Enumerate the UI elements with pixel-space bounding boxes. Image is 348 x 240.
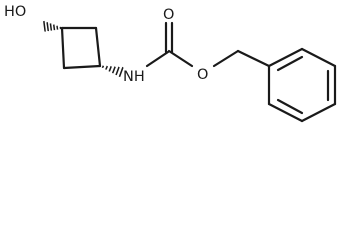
- ester-oxygen-label: O: [197, 67, 208, 83]
- hash-3: [108, 65, 112, 72]
- hash-1: [59, 26, 62, 30]
- hashed-wedge-bond-amine: [101, 65, 124, 77]
- aromatic-inner-bond: [276, 98, 304, 115]
- ring-bond-right: [94, 26, 102, 68]
- hash-5: [115, 66, 120, 76]
- ring-bond: [300, 47, 337, 68]
- aromatic-inner-bond: [276, 55, 304, 72]
- ring-bond: [300, 102, 337, 123]
- bond-carbonyl-carbon-ester-oxygen: [167, 49, 194, 68]
- hash-4: [49, 23, 53, 31]
- benzene-ring: [267, 47, 337, 123]
- bond-ch2-phenyl: [236, 49, 271, 68]
- hydroxyl-label: HO: [4, 4, 26, 20]
- hash-1: [101, 65, 105, 68]
- hash-2: [56, 25, 59, 30]
- hash-6: [118, 66, 124, 77]
- hash-3: [53, 24, 56, 31]
- ring-bond: [267, 47, 304, 68]
- hashed-wedge-bond-hydroxyl: [43, 20, 62, 32]
- hash-2: [105, 65, 108, 70]
- bond-ester-oxygen-ch2: [212, 49, 240, 68]
- ring-bond: [267, 102, 304, 123]
- hash-5: [46, 22, 49, 32]
- cyclobutane-ring: [60, 26, 102, 70]
- hash-6: [43, 20, 46, 32]
- ring-bond-bottom: [62, 64, 102, 70]
- amine-label: NH: [123, 69, 145, 85]
- bond-n-carbonyl-carbon: [145, 50, 170, 68]
- hash-4: [111, 66, 116, 74]
- ring-bond-left: [60, 26, 66, 70]
- chemical-structure: HO NH O O: [4, 4, 337, 123]
- carbonyl-oxygen-label: O: [163, 7, 174, 23]
